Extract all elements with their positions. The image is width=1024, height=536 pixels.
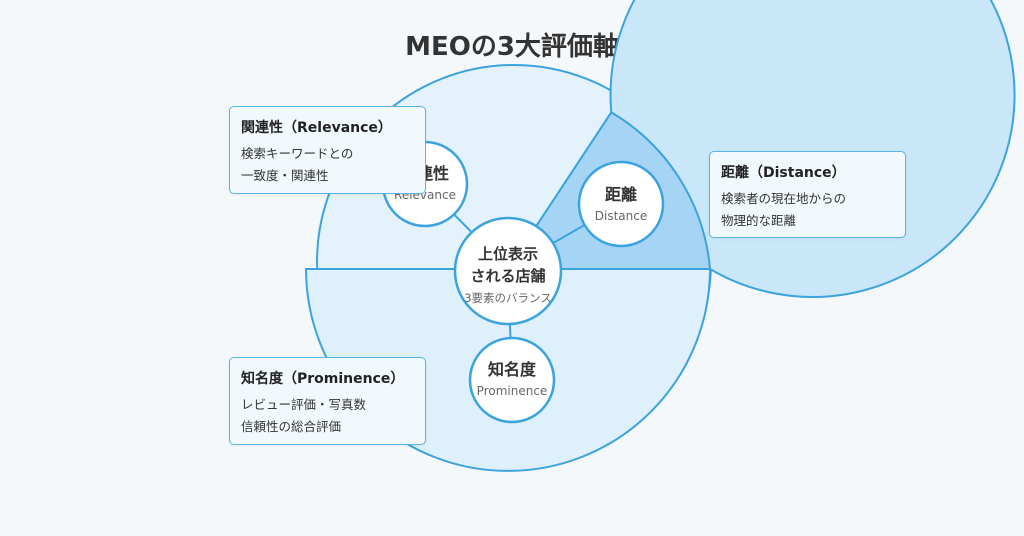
label-box-prominence: 知名度（Prominence） レビュー評価・写真数 信頼性の総合評価 bbox=[229, 357, 426, 445]
node-center bbox=[453, 216, 563, 326]
label-relevance-title: 関連性（Relevance） bbox=[241, 120, 392, 136]
label-prominence-desc2: 信頼性の総合評価 bbox=[241, 419, 342, 434]
node-prominence-name: 知名度 bbox=[488, 360, 537, 379]
node-distance bbox=[577, 160, 665, 248]
node-prominence bbox=[468, 336, 556, 424]
center-line1: 上位表示 bbox=[478, 245, 538, 263]
label-relevance-desc2: 一致度・関連性 bbox=[241, 168, 329, 183]
label-box-distance: 距離（Distance） 検索者の現在地からの 物理的な距離 bbox=[709, 151, 906, 238]
node-distance-name: 距離 bbox=[605, 185, 637, 204]
center-line2: される店舗 bbox=[470, 267, 545, 285]
label-distance-title: 距離（Distance） bbox=[721, 165, 846, 181]
label-distance-desc1: 検索者の現在地からの bbox=[721, 191, 847, 206]
label-distance-desc2: 物理的な距離 bbox=[721, 213, 797, 228]
label-relevance-desc1: 検索キーワードとの bbox=[241, 146, 354, 161]
center-sub: 3要素のバランス bbox=[464, 291, 552, 305]
page-title: MEOの3大評価軸 bbox=[405, 32, 619, 62]
label-prominence-title: 知名度（Prominence） bbox=[241, 371, 405, 387]
node-prominence-en: Prominence bbox=[477, 384, 548, 398]
label-box-relevance: 関連性（Relevance） 検索キーワードとの 一致度・関連性 bbox=[229, 106, 426, 194]
label-prominence-desc1: レビュー評価・写真数 bbox=[241, 397, 367, 412]
node-distance-en: Distance bbox=[595, 209, 647, 223]
